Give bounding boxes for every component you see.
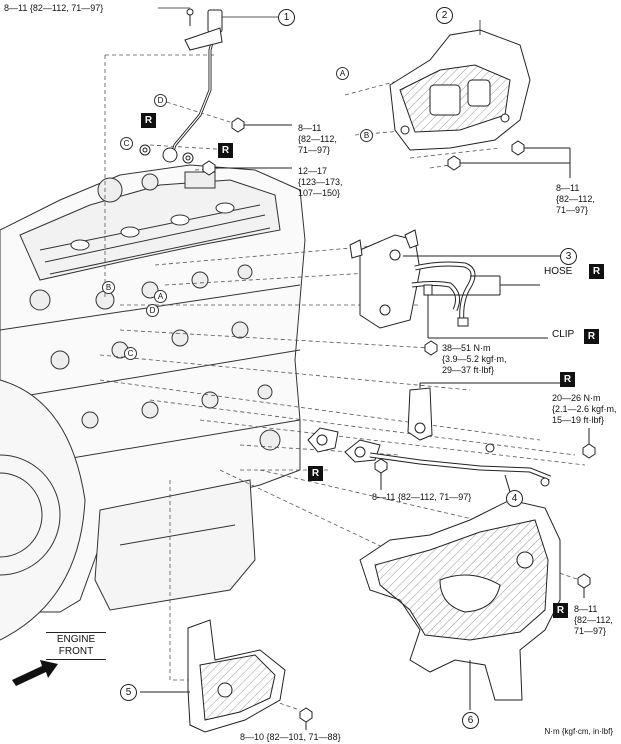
replace-mark: R bbox=[584, 329, 599, 344]
torque-spec-4-line1: 8—11 bbox=[556, 183, 580, 193]
hose-callout: HOSE bbox=[544, 266, 573, 277]
replace-mark: R bbox=[141, 113, 156, 128]
leader-lines bbox=[158, 7, 481, 35]
torque-spec-5-line1: 38—51 N·m bbox=[442, 343, 491, 353]
torque-spec-8-line1: 8—11 bbox=[574, 604, 598, 614]
torque-spec-3-line3: 107—150} bbox=[298, 188, 341, 198]
replace-mark: R bbox=[589, 264, 604, 279]
engine-front-arrow bbox=[12, 660, 58, 686]
torque-spec-2-line3: 71—97} bbox=[298, 145, 331, 155]
guide-lines bbox=[99, 54, 586, 711]
torque-spec-3-line1: 12—17 bbox=[298, 166, 328, 176]
component-number-4: 4 bbox=[506, 490, 523, 507]
torque-spec-3-line2: {123—173, bbox=[298, 177, 343, 187]
ref-letter-b: B bbox=[360, 129, 373, 142]
torque-spec-7: 8—11 {82—112, 71—97} bbox=[372, 492, 472, 502]
component-number-5: 5 bbox=[120, 684, 137, 701]
ref-letter-c: C bbox=[120, 137, 133, 150]
ref-letter-c-engine: C bbox=[124, 347, 137, 360]
ref-letter-d-engine: D bbox=[146, 304, 159, 317]
oil-feed-pipe bbox=[139, 8, 223, 164]
torque-spec-2-line1: 8—11 bbox=[298, 123, 322, 133]
ref-letter-a: A bbox=[336, 67, 349, 80]
replace-mark: R bbox=[218, 143, 233, 158]
engine-block bbox=[0, 164, 306, 641]
unit-note: N·m {kgf·cm, in·lbf} bbox=[544, 727, 613, 736]
component-number-2: 2 bbox=[436, 7, 453, 24]
ref-letter-d: D bbox=[154, 94, 167, 107]
torque-spec-4-line2: {82—112, bbox=[556, 194, 595, 204]
engine-front-line1: ENGINE bbox=[56, 634, 96, 645]
torque-spec-1: 8—11 {82—112, 71—97} bbox=[4, 3, 104, 13]
torque-spec-9: 8—10 {82—101, 71—88} bbox=[240, 732, 341, 742]
torque-spec-2-line2: {82—112, bbox=[298, 134, 337, 144]
torque-spec-6-line1: 20—26 N·m bbox=[552, 393, 601, 403]
oil-return-pipe bbox=[307, 382, 596, 493]
ref-letter-a-engine: A bbox=[154, 290, 167, 303]
torque-spec-8-line2: {82—112, bbox=[574, 615, 613, 625]
replace-mark: R bbox=[560, 372, 575, 387]
component-number-6: 6 bbox=[462, 712, 479, 729]
torque-spec-5-line3: 29—37 ft·lbf} bbox=[442, 365, 495, 375]
torque-spec-8-line3: 71—97} bbox=[574, 626, 607, 636]
ref-letter-b-engine: B bbox=[102, 281, 115, 294]
component-number-3: 3 bbox=[560, 248, 577, 265]
engine-front-label: ENGINE FRONT bbox=[46, 632, 106, 660]
torque-spec-6-line3: 15—19 ft·lbf} bbox=[552, 415, 605, 425]
replace-mark: R bbox=[308, 466, 323, 481]
replace-mark: R bbox=[553, 603, 568, 618]
feed-pipe-bolts bbox=[202, 117, 292, 176]
clip-callout: CLIP bbox=[552, 329, 575, 340]
water-pipe-assembly bbox=[349, 229, 560, 356]
large-lower-insulator bbox=[359, 499, 591, 710]
small-lower-insulator bbox=[140, 619, 313, 733]
torque-spec-6-line2: {2.1—2.6 kgf·m, bbox=[552, 404, 617, 414]
engine-front-line2: FRONT bbox=[58, 646, 94, 657]
torque-spec-4-line3: 71—97} bbox=[556, 205, 589, 215]
torque-spec-5-line2: {3.9—5.2 kgf·m, bbox=[442, 354, 507, 364]
upper-insulator bbox=[389, 29, 571, 178]
component-number-1: 1 bbox=[278, 9, 295, 26]
